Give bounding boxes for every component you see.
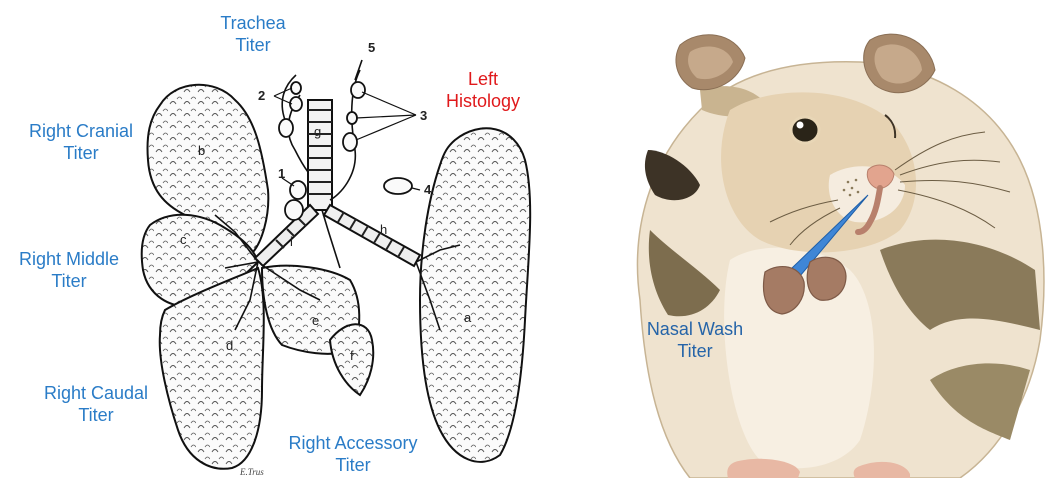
label-right-cranial-line2: Titer	[18, 142, 144, 164]
label-left-line2: Histology	[428, 90, 538, 112]
label-right-caudal: Right Caudal Titer	[26, 382, 166, 426]
label-trachea: Trachea Titer	[198, 12, 308, 56]
label-trachea-line1: Trachea	[198, 12, 308, 34]
label-left-histology: Left Histology	[428, 68, 538, 112]
label-left-line1: Left	[428, 68, 538, 90]
label-right-middle-line2: Titer	[4, 270, 134, 292]
label-right-cranial: Right Cranial Titer	[18, 120, 144, 164]
label-right-cranial-line1: Right Cranial	[18, 120, 144, 142]
eye-highlight	[797, 122, 804, 129]
label-nasal-wash: Nasal Wash Titer	[640, 318, 750, 362]
label-right-caudal-line2: Titer	[26, 404, 166, 426]
label-right-middle: Right Middle Titer	[4, 248, 134, 292]
hamster-eye-right	[791, 117, 819, 143]
label-right-caudal-line1: Right Caudal	[26, 382, 166, 404]
label-nasal-wash-line2: Titer	[640, 340, 750, 362]
label-right-accessory-line2: Titer	[268, 454, 438, 476]
label-right-accessory-line1: Right Accessory	[268, 432, 438, 454]
label-nasal-wash-line1: Nasal Wash	[640, 318, 750, 340]
label-right-middle-line1: Right Middle	[4, 248, 134, 270]
label-right-accessory: Right Accessory Titer	[268, 432, 438, 476]
label-trachea-line2: Titer	[198, 34, 308, 56]
